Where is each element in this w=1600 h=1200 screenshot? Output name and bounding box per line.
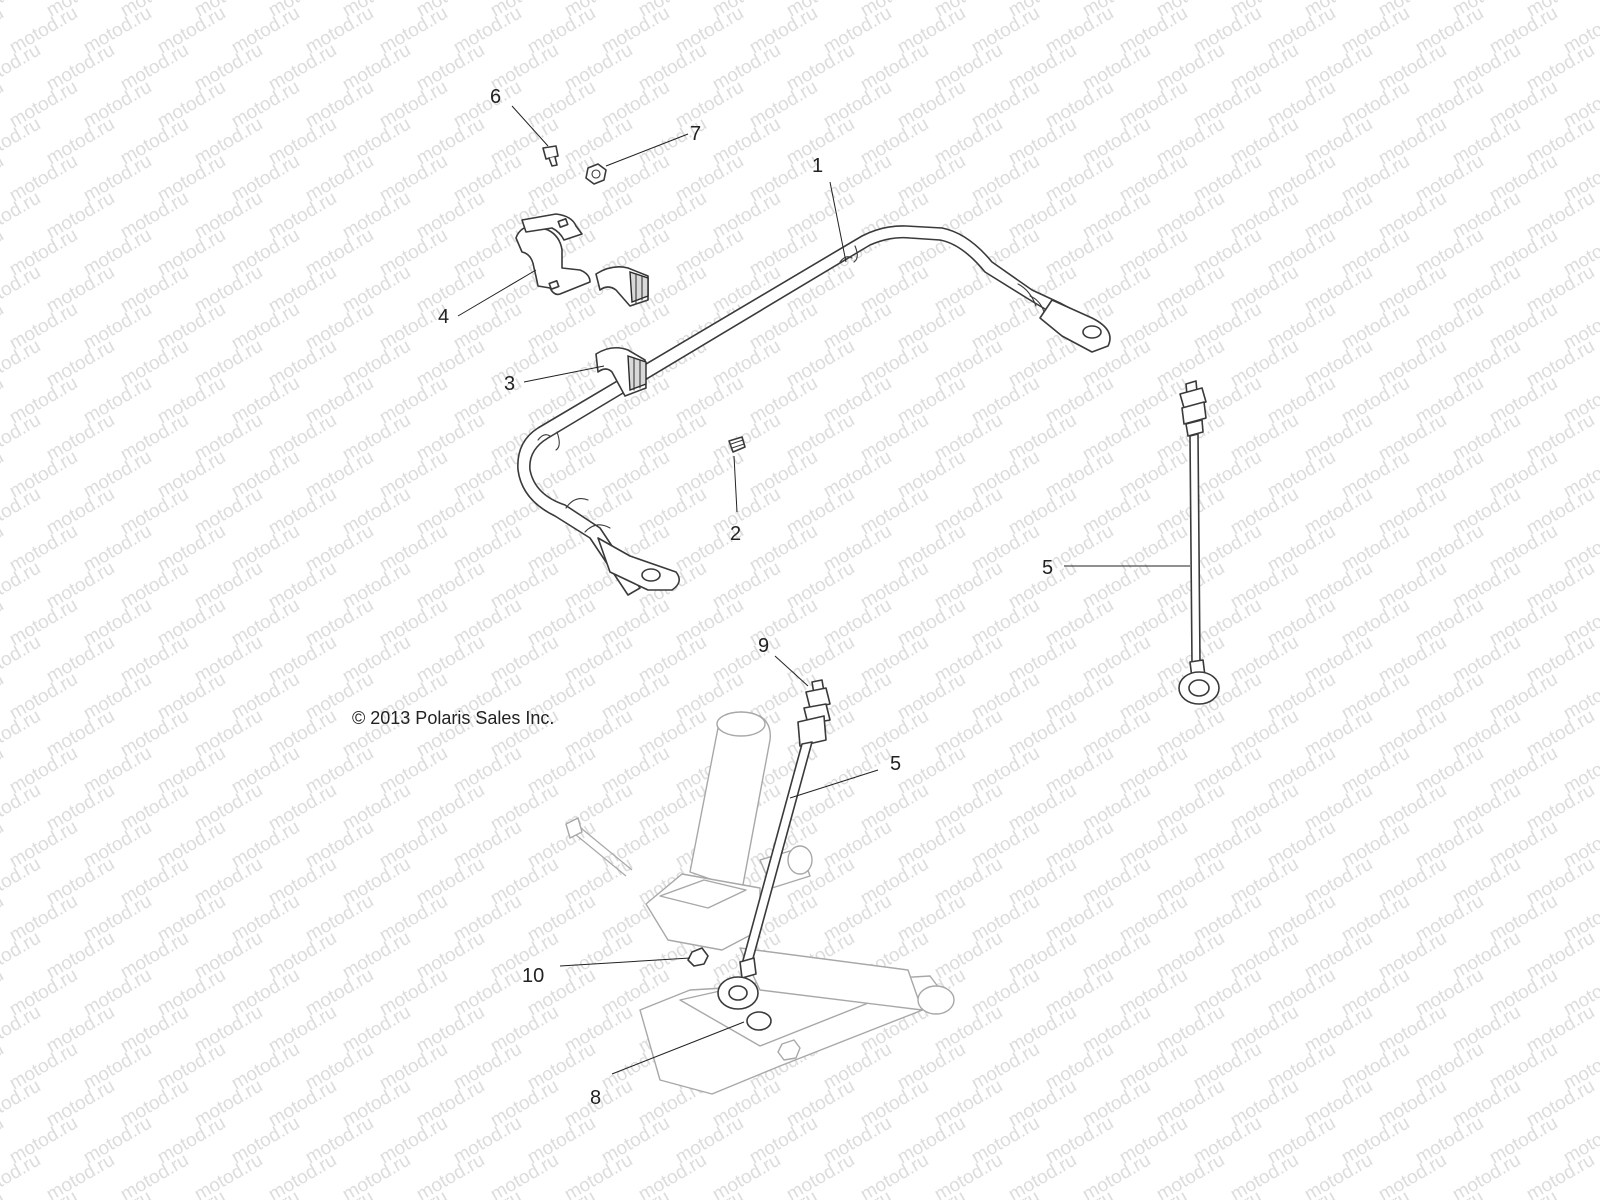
watermark-text: motod.ru [635,1150,710,1200]
callout-8: 8 [590,1087,601,1109]
watermark-text: motod.ru [0,780,44,836]
watermark-text: motod.ru [0,817,7,873]
watermark-text: motod.ru [0,1002,44,1058]
watermark-text: motod.ru [783,1150,858,1200]
watermark-text: motod.ru [0,262,44,318]
watermark-text: motod.ru [931,1150,1006,1200]
watermark-text: motod.ru [0,1039,7,1095]
watermark-text: motod.ru [1523,1150,1598,1200]
watermark-text: motod.ru [487,1150,562,1200]
callout-2: 2 [730,523,741,545]
bushing-upper [595,266,649,307]
callout-5-right: 5 [1042,557,1053,579]
nut-small [585,163,607,185]
watermark-text: motod.ru [0,484,44,540]
leader-lines [457,105,1190,1075]
callout-labels: 1 2 3 4 5 5 6 7 8 9 10 [438,86,1053,1109]
watermark-text: motod.ru [0,1076,44,1132]
watermark-text: motod.ru [709,1150,784,1200]
watermark-text: motod.ru [117,1150,192,1200]
watermark-text: motod.ru [0,299,7,355]
callout-10: 10 [522,965,544,987]
watermark-text: motod.ru [1005,1150,1080,1200]
watermark-text: motod.ru [0,336,44,392]
watermark-text: motod.ru [0,1150,44,1200]
callout-7: 7 [690,123,701,145]
watermark-text: motod.ru [413,1150,488,1200]
watermark-text: motod.ru [0,632,44,688]
clamp-bracket [515,213,591,296]
watermark-text: motod.ru [0,669,7,725]
watermark-text: motod.ru [0,854,44,910]
callout-6: 6 [490,86,501,108]
copyright-text: © 2013 Polaris Sales Inc. [352,708,554,728]
stabilizer-bar [517,225,1111,596]
watermark-text: motod.ru [43,1150,118,1200]
watermark-text: motod.ru [0,743,7,799]
bolt-small [542,145,559,167]
watermark-text: motod.ru [0,114,44,170]
watermark-text: motod.ru [0,447,7,503]
bushing-lower [595,346,647,397]
watermark-text: motod.ru [191,1150,266,1200]
a-arm-assembly [565,711,955,1095]
watermark-text: motod.ru [1227,1150,1302,1200]
watermark-text: motod.ru [0,595,7,651]
callout-9: 9 [758,635,769,657]
watermark-text: motod.ru [339,1150,414,1200]
watermark-text: motod.ru [1560,1187,1600,1200]
watermark-text: motod.ru [0,151,7,207]
watermark-text: motod.ru [0,558,44,614]
watermark-text: motod.ru [0,188,44,244]
watermark-text: motod.ru [0,40,44,96]
watermark-text: motod.ru [0,0,44,21]
stabilizer-link-right [1178,380,1220,705]
watermark-text: motod.ru [561,1150,636,1200]
callout-5-lower: 5 [890,753,901,775]
callout-1: 1 [812,155,823,177]
watermark-text: motod.ru [0,521,7,577]
watermark-text: motod.ru [0,1113,7,1169]
watermark-text: motod.ru [0,706,44,762]
watermark-text: motod.ru [0,373,7,429]
watermark-text: motod.ru [0,225,7,281]
watermark-text: motod.ru [0,928,44,984]
watermark-text: motod.ru [0,965,7,1021]
stabilizer-link-lower [717,679,831,1010]
watermark-text: motod.ru [1449,1150,1524,1200]
callout-4: 4 [438,306,449,328]
watermark-text: motod.ru [0,77,7,133]
callout-3: 3 [504,373,515,395]
watermark-text: motod.ru [1301,1150,1376,1200]
watermark-text: motod.ru [1153,1150,1228,1200]
watermark-text: motod.ru [857,1150,932,1200]
watermark-text: motod.ru [1375,1150,1450,1200]
grease-fitting [728,436,746,453]
watermark-text: motod.ru [0,3,7,59]
watermark-text: motod.ru [0,410,44,466]
watermark-text: motod.ru [1079,1150,1154,1200]
watermark-text: motod.ru [0,891,7,947]
watermark-text: motod.ru [265,1150,340,1200]
